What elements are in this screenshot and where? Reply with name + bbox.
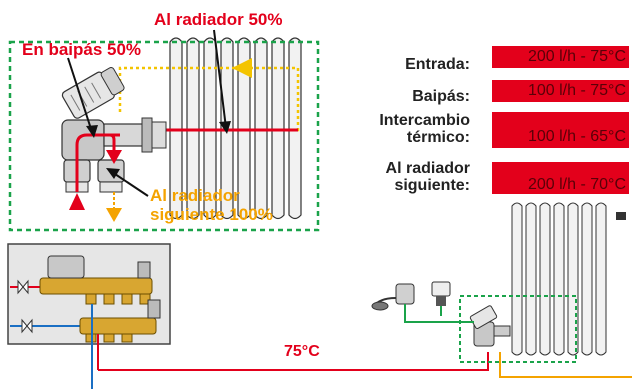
row-label-line: Intercambio	[379, 112, 470, 129]
pointer-baipas	[67, 57, 93, 133]
flow-arrow-up-icon	[69, 193, 85, 210]
flow-arrow-left-icon	[232, 58, 252, 78]
row-value-baipas: 100 l/h - 75°C	[492, 80, 629, 102]
radiator-small-scene	[371, 202, 626, 363]
outflow-arrow-icon	[106, 208, 122, 222]
detail-frame-small	[459, 295, 577, 363]
ball-valve-icon	[17, 279, 33, 334]
pointer-siguiente	[111, 171, 149, 197]
row-label-baipas: Baipás:	[360, 88, 470, 105]
row-label-siguiente: Al radiador siguiente:	[340, 160, 470, 194]
row-label-line: Al radiador	[385, 160, 470, 177]
valve-small	[469, 305, 511, 347]
detail-frame	[8, 40, 320, 232]
row-label-line: siguiente:	[394, 177, 470, 194]
room-thermostat-icon	[371, 283, 415, 311]
callout-al-radiador-top: Al radiador 50%	[154, 10, 283, 29]
row-value-siguiente: 200 l/h - 70°C	[492, 162, 629, 194]
row-label-line: Baipás:	[412, 88, 470, 105]
row-label-entrada: Entrada:	[360, 56, 470, 73]
radiator-large	[169, 37, 302, 220]
flow-arrow-down-icon	[106, 150, 122, 164]
radiator-detail-large	[8, 29, 320, 232]
row-label-intercambio: Intercambio térmico:	[340, 112, 470, 146]
row-label-line: térmico:	[406, 129, 470, 146]
temperature-label: 75°C	[284, 343, 320, 360]
row-value-entrada: 200 l/h - 75°C	[492, 46, 629, 68]
pointer-al-radiador	[213, 29, 227, 129]
row-label-line: Entrada:	[405, 56, 470, 73]
row-value-intercambio: 100 l/h - 65°C	[492, 112, 629, 148]
thermostatic-head-icon	[431, 281, 451, 306]
manifold-panel	[7, 243, 171, 389]
callout-al-radiador-siguiente-1: Al radiador	[150, 186, 240, 205]
callout-en-baipas: En baipás 50%	[22, 40, 142, 59]
callout-al-radiador-siguiente-2: siguiente 100%	[150, 205, 273, 224]
distribution-pipes	[91, 352, 632, 389]
